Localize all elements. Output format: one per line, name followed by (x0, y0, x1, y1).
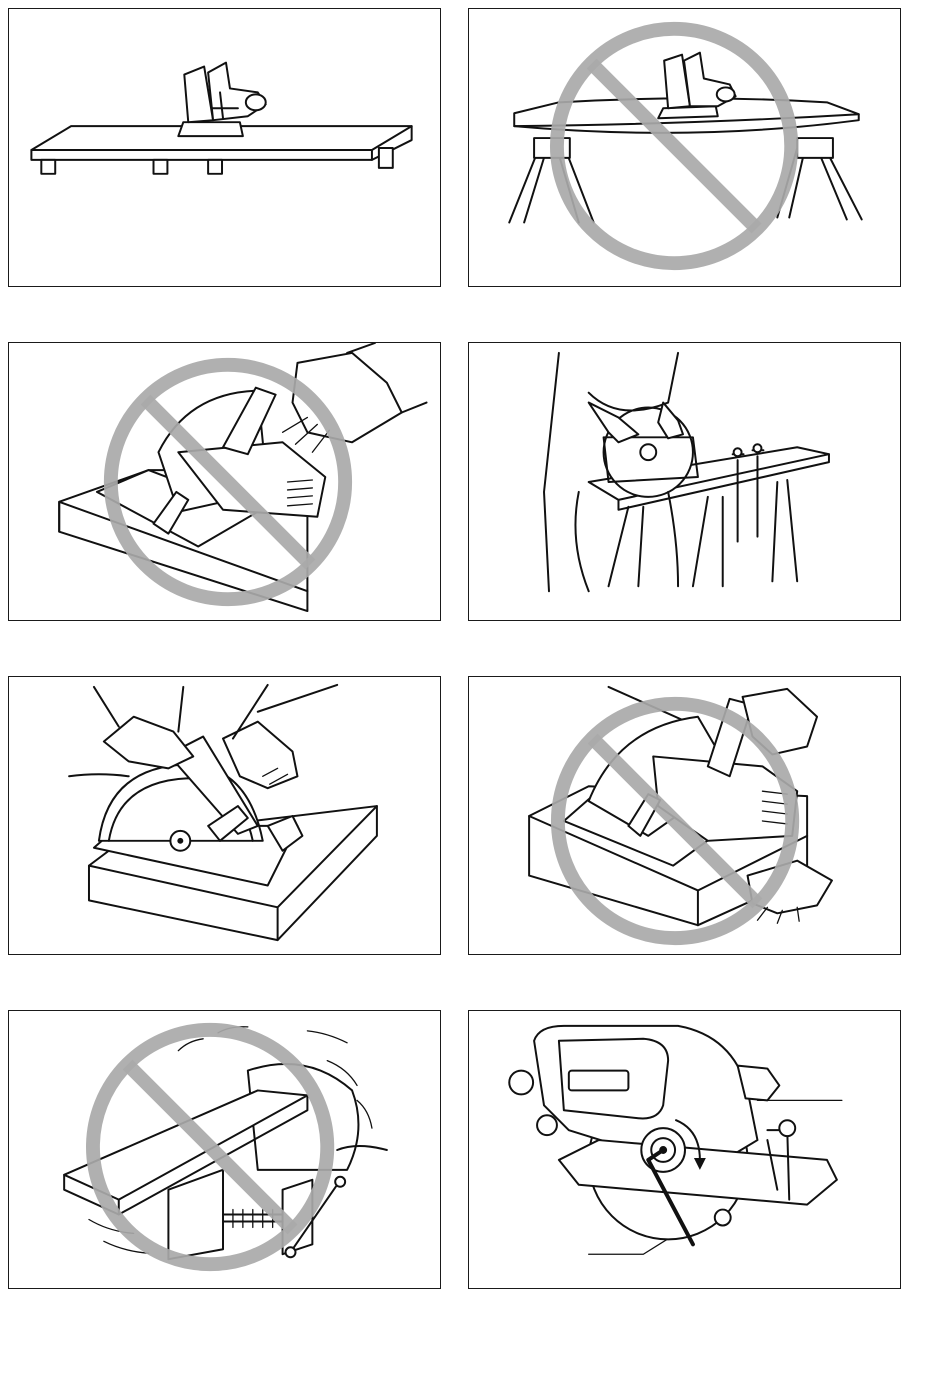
figure-2-panel (468, 8, 901, 287)
figure-8-panel (468, 1010, 901, 1289)
hand-under-workpiece-illustration (469, 677, 900, 954)
hand-in-front-of-saw-illustration (9, 343, 440, 620)
saw-on-board-illustration (9, 9, 440, 286)
sagging-board-illustration (469, 9, 900, 286)
figure-4-panel (468, 342, 901, 621)
figure-1-panel (8, 8, 441, 287)
two-hand-grip-illustration (9, 677, 440, 954)
workpiece-held-in-vise-illustration (9, 1011, 440, 1288)
figure-5-panel (8, 676, 441, 955)
figure-6-panel (468, 676, 901, 955)
figure-7-panel (8, 1010, 441, 1289)
figure-3-panel (8, 342, 441, 621)
rip-cut-with-clamped-board-illustration (469, 343, 900, 620)
blade-removal-illustration (469, 1011, 900, 1288)
